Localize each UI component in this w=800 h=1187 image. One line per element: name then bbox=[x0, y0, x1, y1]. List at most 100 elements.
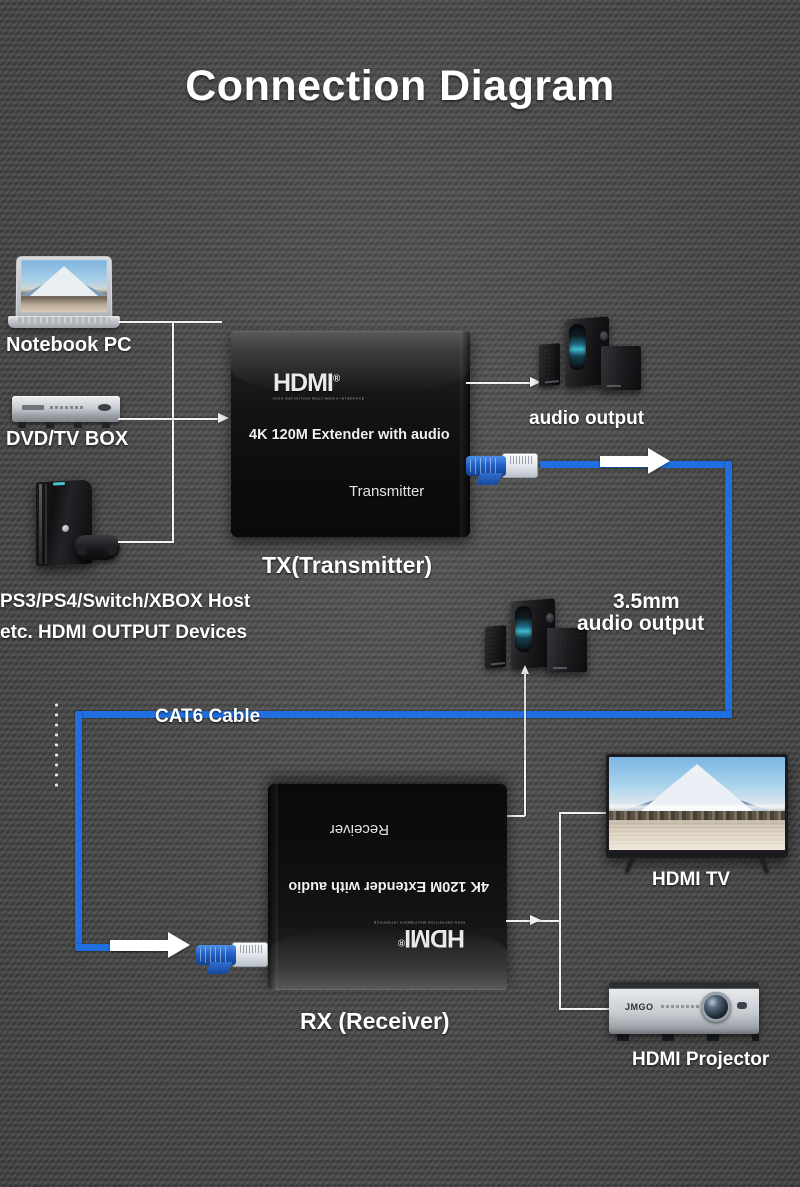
speaker-volume-dial-rx bbox=[546, 613, 554, 623]
transmitter-caption: TX(Transmitter) bbox=[262, 552, 432, 578]
tv-water-ripples bbox=[609, 820, 785, 850]
audio-jack-tip bbox=[521, 665, 529, 674]
notebook-pc-label: Notebook PC bbox=[6, 334, 132, 356]
console-power-logo bbox=[62, 524, 69, 533]
line-to-tv bbox=[559, 812, 611, 814]
line-display-trunk bbox=[559, 812, 561, 1010]
laptop-screen bbox=[20, 260, 108, 313]
line-tx-to-audio bbox=[466, 382, 538, 384]
rj45-boot-ribs-tx bbox=[470, 458, 500, 474]
tx-audio-output-label: audio output bbox=[529, 408, 645, 429]
tv-cloud-band bbox=[609, 805, 785, 815]
transmitter-gloss bbox=[231, 331, 470, 393]
arrow-head bbox=[648, 448, 670, 474]
receiver-caption: RX (Receiver) bbox=[300, 1008, 450, 1034]
transmitter-side-face bbox=[460, 331, 470, 537]
rj45-latch-tx bbox=[475, 473, 503, 485]
transmitter-role-text: Transmitter bbox=[349, 483, 425, 500]
dvd-box-body bbox=[12, 396, 120, 422]
speaker-mesh bbox=[489, 629, 502, 665]
cat6-cable-left-run bbox=[75, 711, 82, 951]
speaker-brand-mark bbox=[607, 385, 621, 387]
hdmi-tv-label: HDMI TV bbox=[652, 869, 731, 890]
rj45-boot-ribs-rx bbox=[200, 947, 230, 963]
receiver-model-text: 4K 120M Extender with audio bbox=[288, 878, 489, 894]
arrow-head bbox=[168, 932, 190, 958]
receiver-hdmi-wordmark: HDMI® bbox=[373, 924, 465, 952]
transmitter-device: HDMI® HIGH DEFINITION MULTIMEDIA INTERFA… bbox=[231, 331, 470, 537]
speaker-mesh bbox=[551, 632, 583, 668]
rj45-pins-rx bbox=[240, 945, 264, 953]
projector-body: JMGO bbox=[609, 982, 759, 1034]
rx-audio-output-label-line2: audio output bbox=[577, 612, 705, 635]
dvd-tv-box-label: DVD/TV BOX bbox=[6, 428, 129, 450]
line-console-to-tx bbox=[118, 541, 174, 543]
tv-leg-left bbox=[624, 855, 636, 874]
line-rx-to-audio-horizontal bbox=[489, 815, 525, 817]
line-sources-trunk bbox=[172, 321, 174, 543]
rj45-pins-tx bbox=[510, 456, 534, 464]
speaker-brand-mark bbox=[545, 380, 559, 384]
hdmi-projector-image: JMGO bbox=[609, 982, 759, 1041]
projector-lens bbox=[701, 992, 731, 1022]
arrow-shaft bbox=[110, 940, 170, 951]
hdmi-tv-image bbox=[606, 754, 788, 874]
left-dotted-guide bbox=[54, 700, 59, 790]
receiver-device: HDMI® HIGH DEFINITION MULTIMEDIA INTERFA… bbox=[268, 784, 507, 990]
audio-jack-cable bbox=[524, 672, 526, 816]
console-stripe-2 bbox=[45, 483, 47, 564]
transmitter-hdmi-subtext: HIGH DEFINITION MULTIMEDIA INTERFACE bbox=[273, 397, 365, 401]
tv-screen-image bbox=[609, 757, 785, 850]
speaker-volume-dial-tx bbox=[600, 331, 608, 341]
line-rx-to-audio-vertical bbox=[524, 760, 526, 816]
receiver-hdmi-text: HDMI bbox=[405, 924, 465, 952]
projector-feet bbox=[609, 1034, 759, 1041]
receiver-role-text: Receiver bbox=[329, 821, 389, 838]
transmitter-hdmi-registered: ® bbox=[332, 373, 340, 385]
transmitter-hdmi-text: HDMI bbox=[273, 369, 334, 397]
dvd-tv-box-image bbox=[12, 396, 120, 428]
console-label-line1: PS3/PS4/Switch/XBOX Host bbox=[0, 591, 251, 612]
speaker-driver-tx bbox=[569, 324, 586, 370]
projector-model-strip bbox=[661, 1005, 709, 1008]
dvd-feet bbox=[12, 422, 120, 428]
transmitter-model-text: 4K 120M Extender with audio bbox=[249, 427, 450, 443]
speaker-mesh bbox=[543, 347, 556, 383]
arrow-tx-to-audio bbox=[530, 377, 541, 387]
laptop-lid bbox=[15, 256, 113, 319]
cat6-cable-middle-run bbox=[75, 711, 732, 718]
dvd-knob bbox=[98, 404, 111, 411]
console-gamepad bbox=[74, 535, 120, 560]
line-trunk-to-tx bbox=[172, 418, 220, 420]
tv-panel bbox=[606, 754, 788, 858]
arrow-cable-direction-rx bbox=[110, 932, 190, 958]
speaker-brand-mark bbox=[491, 662, 505, 666]
speaker-satellite-right-rx bbox=[547, 628, 587, 672]
page-title: Connection Diagram bbox=[185, 62, 615, 110]
projector-ir-sensor bbox=[737, 1002, 747, 1009]
rj45-boot-tx bbox=[466, 456, 506, 476]
receiver-hdmi-subtext: HIGH DEFINITION MULTIMEDIA INTERFACE bbox=[373, 920, 465, 924]
tv-water bbox=[609, 820, 785, 850]
speaker-brand-mark bbox=[553, 667, 567, 669]
line-to-projector bbox=[559, 1008, 613, 1010]
hdmi-projector-label: HDMI Projector bbox=[632, 1049, 770, 1070]
dvd-front-text bbox=[50, 406, 84, 409]
rj45-latch-rx bbox=[205, 962, 233, 974]
speaker-mesh bbox=[605, 350, 637, 386]
cat6-cable-right-run bbox=[725, 461, 732, 718]
rx-audio-output-label-line1: 3.5mm bbox=[613, 590, 680, 613]
transmitter-hdmi-wordmark: HDMI® bbox=[273, 371, 365, 396]
console-label-line2: etc. HDMI OUTPUT Devices bbox=[0, 622, 248, 643]
tv-leg-right bbox=[758, 855, 770, 874]
line-laptop-to-tx bbox=[118, 321, 222, 323]
receiver-hdmi-registered: ® bbox=[398, 936, 406, 948]
receiver-side-face bbox=[268, 784, 278, 990]
speaker-satellite-left-tx bbox=[539, 343, 560, 387]
projector-brand-label: JMGO bbox=[625, 1002, 654, 1012]
receiver-hdmi-logo: HDMI® HIGH DEFINITION MULTIMEDIA INTERFA… bbox=[373, 920, 465, 952]
transmitter-hdmi-logo: HDMI® HIGH DEFINITION MULTIMEDIA INTERFA… bbox=[273, 371, 365, 401]
arrow-sources-to-tx bbox=[218, 413, 229, 423]
console-light-bar bbox=[53, 481, 65, 486]
